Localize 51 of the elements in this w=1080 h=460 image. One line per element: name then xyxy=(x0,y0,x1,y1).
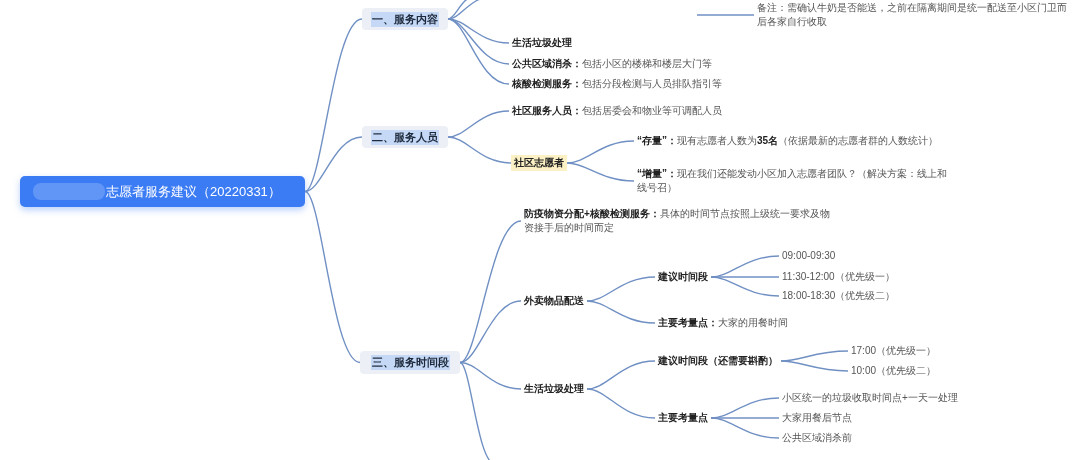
note-text: 备注：需确认牛奶是否能送，之前在隔离期间是统一配送至小区门卫而后各家自行收取 xyxy=(754,0,1072,30)
connector-curve xyxy=(304,190,361,364)
detail-text: “增量”：现在我们还能发动小区加入志愿者团队？（解决方案：线上和线号召） xyxy=(634,166,952,196)
connector-curve xyxy=(710,276,780,278)
topic-box xyxy=(362,8,448,30)
detail-text: 大家用餐后节点 xyxy=(779,410,855,426)
connector-curve xyxy=(586,276,656,302)
detail-text: 主要考量点：大家的用餐时间 xyxy=(655,315,791,331)
detail-text: 防疫物资分配+核酸检测服务：具体的时间节点按照上级统一要求及物资接手后的时间而定 xyxy=(521,206,833,236)
connector-curve xyxy=(710,417,780,439)
branch-label: 外卖物品配送 xyxy=(521,293,587,309)
root-topic-box xyxy=(20,176,305,207)
detail-text: 公共区域消杀：包括小区的楼梯和楼层大门等 xyxy=(509,56,715,72)
time-slot-label: 18:00-18:30（优先级二） xyxy=(779,288,899,304)
connector-curve xyxy=(447,110,510,138)
branch-label: 生活垃圾处理 xyxy=(521,381,587,397)
connector-curve xyxy=(586,300,656,324)
connector-curve xyxy=(710,276,780,297)
time-slot-label: 17:00（优先级一） xyxy=(848,343,940,359)
connector-curve xyxy=(459,361,522,390)
topic-box xyxy=(362,126,448,148)
connector-curve xyxy=(586,388,656,419)
root-topic-label: 志愿者服务建议（20220331） xyxy=(106,183,281,200)
branch-label: 主要考量点 xyxy=(655,410,711,426)
connector-curve xyxy=(710,417,780,419)
connector-curve xyxy=(696,14,755,16)
branch-label: 生活垃圾处理 xyxy=(509,35,575,51)
connector-curve xyxy=(304,18,363,193)
connector-curve xyxy=(304,136,363,193)
time-slot-label: 11:30-12:00（优先级一） xyxy=(779,269,898,285)
detail-text: 公共区域消杀前 xyxy=(779,430,855,446)
detail-text: 小区统一的垃圾收取时间点+一天一处理 xyxy=(779,390,961,406)
detail-text: “存量”：现有志愿者人数为35名（依据最新的志愿者群的人数统计） xyxy=(634,133,952,149)
connector-curve xyxy=(780,360,849,372)
branch-label: 建议时间段（还需要斟酌） xyxy=(655,353,781,369)
branch-label: 建议时间段 xyxy=(655,269,711,285)
connector-curve xyxy=(459,220,522,364)
topic-box xyxy=(360,351,460,374)
connector-curve xyxy=(566,162,635,182)
connector-curve xyxy=(459,300,522,364)
topic-label: 三、服务时间段 xyxy=(370,355,450,370)
highlighted-label: 社区志愿者 xyxy=(511,155,567,171)
time-slot-label: 09:00-09:30 xyxy=(779,248,839,264)
topic-label: 二、服务人员 xyxy=(371,129,439,145)
connector-curve xyxy=(447,136,512,164)
topic-label: 一、服务内容 xyxy=(371,11,439,27)
detail-text: 核酸检测服务：包括分段检测与人员排队指引等 xyxy=(509,76,725,92)
detail-text: 社区服务人员：包括居委会和物业等可调配人员 xyxy=(509,103,725,119)
connector-curve xyxy=(447,18,510,85)
connector-curve xyxy=(566,140,635,164)
time-slot-label: 10:00（优先级二） xyxy=(848,363,940,379)
